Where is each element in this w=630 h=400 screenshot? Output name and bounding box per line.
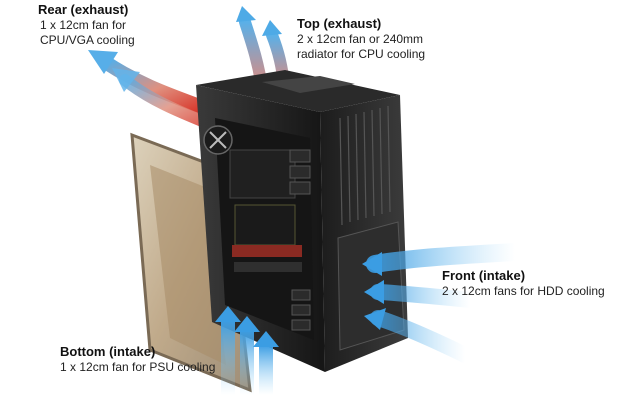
top-exhaust-line-2: radiator for CPU cooling bbox=[297, 47, 426, 62]
rear-exhaust-line-1: 1 x 12cm fan for bbox=[40, 18, 127, 33]
front-intake-arrows bbox=[362, 243, 524, 363]
bottom-intake-line-1: 1 x 12cm fan for PSU cooling bbox=[60, 360, 216, 375]
top-exhaust-title: Top (exhaust) bbox=[297, 16, 382, 31]
rear-exhaust-label: Rear (exhaust) 1 x 12cm fan for CPU/VGA … bbox=[38, 2, 135, 48]
pc-case bbox=[196, 70, 408, 372]
front-intake-title: Front (intake) bbox=[442, 268, 526, 283]
top-exhaust-label: Top (exhaust) 2 x 12cm fan or 240mm radi… bbox=[297, 16, 425, 62]
bottom-intake-title: Bottom (intake) bbox=[60, 344, 156, 359]
top-exhaust-line-1: 2 x 12cm fan or 240mm bbox=[297, 32, 424, 47]
front-intake-line-1: 2 x 12cm fans for HDD cooling bbox=[442, 284, 605, 299]
rear-exhaust-title: Rear (exhaust) bbox=[38, 2, 129, 17]
rear-exhaust-arrows bbox=[88, 50, 218, 131]
bottom-intake-arrows bbox=[215, 306, 279, 395]
front-intake-label: Front (intake) 2 x 12cm fans for HDD coo… bbox=[442, 268, 605, 299]
rear-exhaust-line-2: CPU/VGA cooling bbox=[40, 33, 135, 48]
bottom-intake-label: Bottom (intake) 1 x 12cm fan for PSU coo… bbox=[60, 344, 215, 375]
